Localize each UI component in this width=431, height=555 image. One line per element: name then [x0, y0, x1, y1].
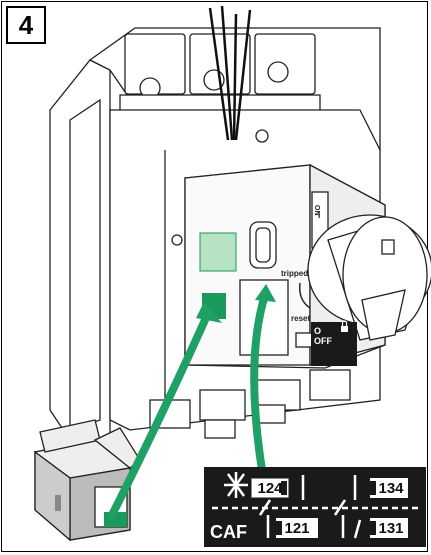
step-number: 4 [6, 6, 46, 44]
contact-box-134: 134 [378, 480, 404, 497]
wires [208, 5, 252, 141]
off-label: OFF [314, 336, 332, 346]
contact-label-panel [204, 467, 426, 547]
contact-box-131: 131 [378, 520, 403, 537]
trip-arrow-icon [298, 282, 311, 309]
label-area-upper [199, 232, 237, 272]
contact-box-124: 124 [257, 480, 283, 497]
tripped-label: tripped [281, 269, 308, 278]
rotary-handle-module [184, 163, 431, 369]
contact-symbol-icon [224, 472, 248, 498]
arrow-icon [108, 291, 269, 519]
arrow-head-upper [255, 284, 276, 302]
arrow-head-lower [196, 302, 222, 323]
reset-label: reset [291, 314, 310, 323]
on-label: ON [313, 205, 320, 216]
contact-box-121: 121 [284, 520, 309, 537]
box-icon [33, 419, 141, 542]
off-indicator [311, 322, 357, 366]
lock-icon [341, 320, 348, 332]
on-symbol: I [318, 211, 320, 220]
off-symbol: O [314, 326, 321, 336]
caf-label: CAF [210, 522, 247, 542]
